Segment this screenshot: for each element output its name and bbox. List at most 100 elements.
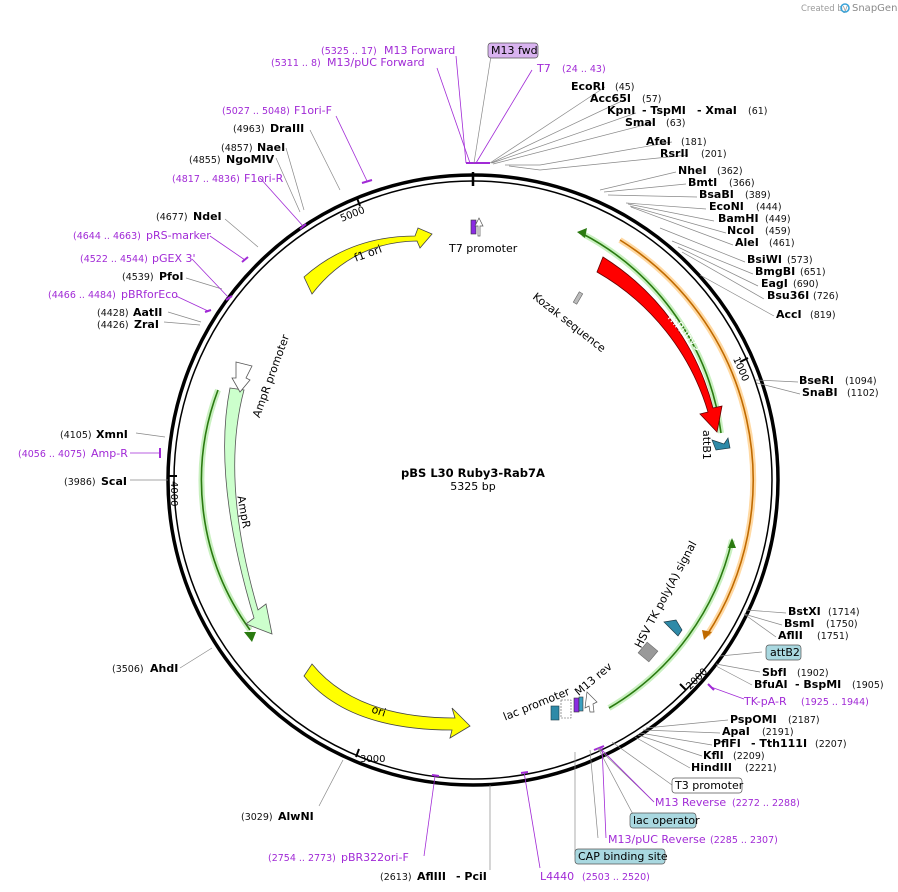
path-shape <box>489 86 606 164</box>
site-label: KflI <box>703 749 724 762</box>
site-pos: (57) <box>642 94 662 105</box>
path-shape <box>710 686 745 700</box>
hsv-feature: HSV TK poly(A) signal <box>632 539 699 663</box>
path-shape <box>318 759 344 807</box>
site-label: AccI <box>776 308 802 321</box>
kozak-label: Kozak sequence <box>530 290 608 355</box>
rect-shape <box>550 705 560 721</box>
ampr-label: AmpR <box>234 495 253 530</box>
path-shape <box>492 122 653 165</box>
primer-label: F1ori-R <box>244 172 284 185</box>
path-shape <box>596 256 723 433</box>
path-shape <box>259 177 304 227</box>
path-shape <box>755 379 799 383</box>
site-label: SmaI <box>625 116 656 129</box>
left-labels: (3506) AhdI (3986) ScaI (4056 .. 4075) A… <box>18 104 332 675</box>
site-pos: (2221) <box>745 763 777 774</box>
path-shape <box>634 736 691 769</box>
site-pos: (4677) <box>156 212 188 223</box>
site-pos: (2613) <box>380 872 412 883</box>
site-pos: (2207) <box>815 739 847 750</box>
primer-pos: (2272 .. 2288) <box>732 798 800 809</box>
site-label: BamHI <box>718 212 759 225</box>
path-shape <box>601 746 607 839</box>
path-shape <box>599 747 655 803</box>
path-shape <box>663 619 683 637</box>
path-shape <box>508 154 689 171</box>
site-pos: (2209) <box>733 751 765 762</box>
site-label: - Tth111I <box>751 737 807 750</box>
tick-3000 <box>355 748 360 758</box>
site-pos: (690) <box>793 279 819 290</box>
mruby3-feature: mRuby3 <box>596 256 723 433</box>
site-label: HindIII <box>691 761 732 774</box>
path-shape <box>619 239 754 636</box>
rect-shape <box>560 699 572 719</box>
site-label: ApaI <box>722 725 750 738</box>
site-label: RsrII <box>660 147 689 160</box>
m13-fwd-box <box>487 42 539 59</box>
primer-pos: (5027 .. 5048) <box>222 106 290 117</box>
path-shape <box>637 734 703 757</box>
bottom-labels: (2613) AflIII - PciI L4440 (2503 .. 2520… <box>241 810 650 883</box>
path-shape <box>309 129 341 191</box>
path-shape <box>603 183 687 193</box>
rect-shape <box>470 219 477 235</box>
site-pos: (63) <box>666 118 686 129</box>
primer-label: M13/pUC Reverse <box>608 833 706 846</box>
site-label: EcoNI <box>709 200 744 213</box>
primer-pos: (4817 .. 4836) <box>172 174 240 185</box>
rect-shape <box>572 291 584 305</box>
primer-label: pGEX 3' <box>152 252 196 265</box>
site-pos: (3506) <box>112 664 144 675</box>
path-shape <box>625 202 707 210</box>
text-shape: SnapGene <box>852 3 898 14</box>
path-shape <box>224 218 259 248</box>
site-label: - PciI <box>456 870 487 883</box>
path-shape <box>520 771 529 774</box>
path-shape <box>608 539 733 709</box>
primer-label: TK-pA-R <box>743 695 787 708</box>
primer-pos: (4466 .. 4484) <box>48 290 116 301</box>
site-label: NheI <box>678 164 707 177</box>
site-pos: (4105) <box>60 430 92 441</box>
primer-label: L4440 <box>540 870 574 883</box>
site-label: AflII <box>778 629 803 642</box>
path-shape <box>455 55 467 164</box>
site-label: AfeI <box>646 135 671 148</box>
lac-operator-box <box>629 812 697 829</box>
right-top-sites: EcoRI (45) Acc65I (57) KpnI - TspMI - Xm… <box>571 80 879 399</box>
path-shape <box>244 632 256 642</box>
site-label: SnaBI <box>802 386 838 399</box>
path-shape <box>200 389 251 631</box>
site-label: AflIII <box>417 870 446 883</box>
path-shape <box>490 99 625 164</box>
site-pos: (2187) <box>788 715 820 726</box>
path-shape <box>135 432 166 438</box>
tick-2000 <box>679 683 687 691</box>
attb1-label: attB1 <box>700 430 713 460</box>
path-shape <box>597 747 637 821</box>
right-bottom-sites: BstXI (1714) BsmI (1750) AflII (1751) at… <box>574 605 884 865</box>
primer-pos: (4644 .. 4663) <box>73 231 141 242</box>
plasmid-name: pBS L30 Ruby3-Rab7A <box>401 466 545 480</box>
site-pos: (389) <box>745 190 771 201</box>
site-pos: (4539) <box>122 272 154 283</box>
path-shape <box>629 205 727 234</box>
m13-rev-label: M13 rev <box>572 660 615 699</box>
ampr-promoter-label: AmpR promoter <box>250 332 292 419</box>
site-pos: (1902) <box>797 668 829 679</box>
path-shape <box>179 647 213 669</box>
path-shape <box>473 55 492 164</box>
path-shape <box>167 311 202 323</box>
site-pos: (4963) <box>233 124 265 135</box>
cds-annotation-arcs <box>577 228 757 711</box>
primer-label: M13 Forward <box>384 44 455 57</box>
cap-site-label: CAP binding site <box>578 850 668 863</box>
path-shape <box>593 745 605 751</box>
site-pos: (1714) <box>828 607 860 618</box>
site-pos: (366) <box>729 178 755 189</box>
site-label: BsmI <box>784 617 815 630</box>
site-pos: (2191) <box>762 727 794 738</box>
